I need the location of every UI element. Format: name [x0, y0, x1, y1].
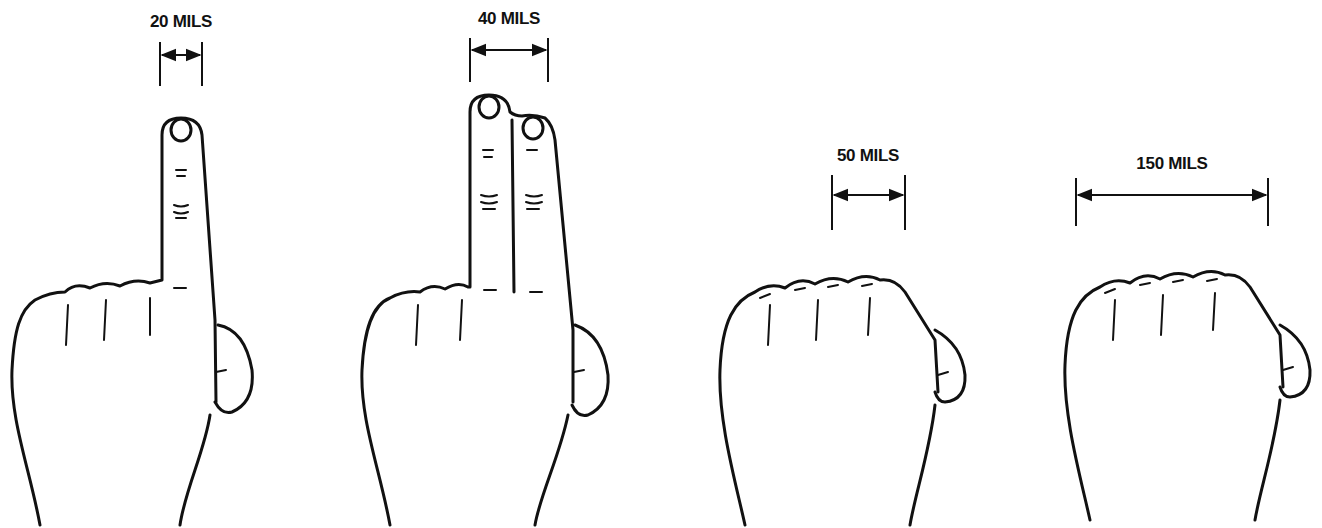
dimension-label: 50 MILS — [837, 146, 899, 166]
two-finger-hand — [362, 95, 608, 525]
dimension-label: 150 MILS — [1136, 154, 1207, 174]
one-finger-hand — [12, 118, 252, 525]
dimension-label: 40 MILS — [478, 9, 540, 29]
fist-hand — [1065, 271, 1310, 520]
dimension-lines — [160, 38, 1268, 230]
fist-hand — [720, 276, 965, 525]
dimension-label: 20 MILS — [150, 12, 212, 32]
